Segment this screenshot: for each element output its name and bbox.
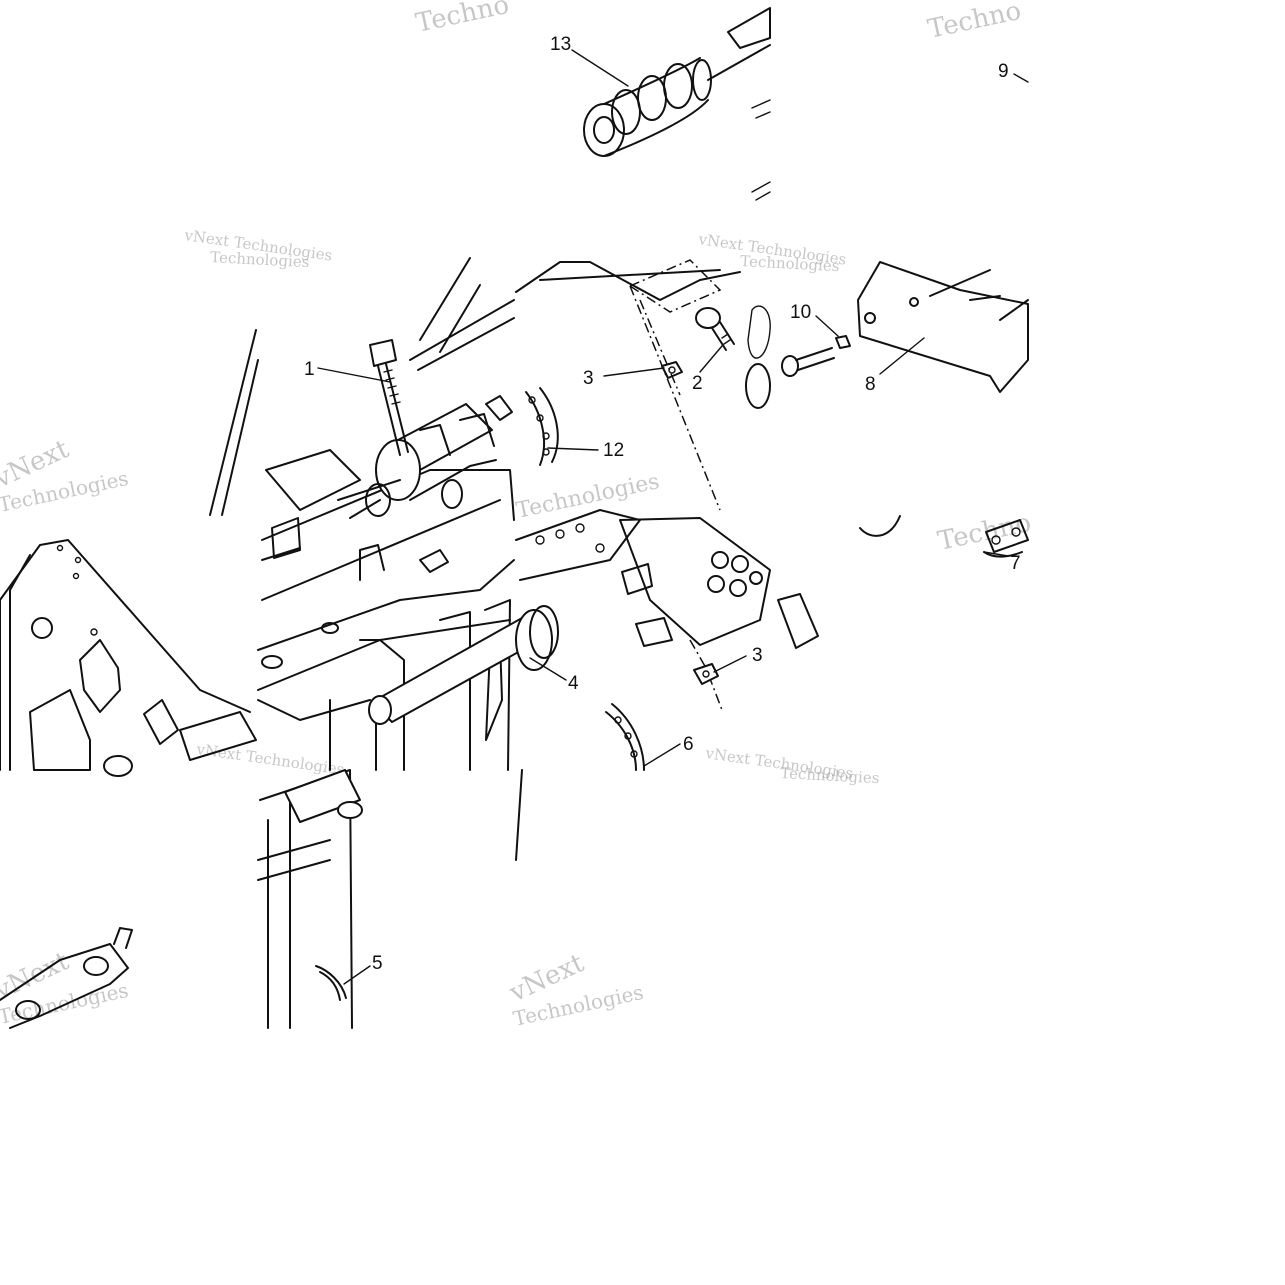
leader-line-12 [547,447,599,451]
watermark-text: Technologies [514,469,662,524]
leader-line-10 [815,315,839,337]
leader-line-5 [343,965,371,985]
spring-spool [583,7,771,201]
leader-line-6 [643,743,681,767]
watermarks: Techno Techno vNext Technologies Technol… [0,0,1034,1031]
watermark-text: Techno [413,0,512,39]
lower-center-post [515,769,523,861]
drive-chain [485,387,559,466]
rail-bracket [857,261,1029,393]
callout-3a: 3 [583,368,594,389]
callout-4: 4 [568,673,579,694]
lower-bracket [0,927,133,1029]
mount-bolt [695,307,735,351]
callout-6: 6 [683,734,694,755]
watermark-text: Technologies [210,248,310,271]
leader-line-2 [699,345,723,373]
callout-2: 2 [692,373,703,394]
frame-side-plate [0,329,259,777]
shaft-bushing [368,605,559,725]
leader-line-8 [879,337,925,375]
main-frame [257,257,515,1029]
mount-plate [515,305,819,649]
watermark-text: Techno [925,0,1024,45]
clamp-bracket [337,403,497,519]
dash-guides-top [515,259,741,511]
retaining-clip [315,965,347,1001]
master-link [859,515,1029,558]
callout-8: 8 [865,374,876,395]
leader-line-4 [529,657,567,681]
callout-10: 10 [790,302,811,323]
callout-labels: 1 2 3 3 4 5 6 7 8 9 10 12 13 [304,34,1021,974]
callout-5: 5 [372,953,383,974]
lower-chain [605,703,645,771]
callout-9: 9 [998,61,1009,82]
callout-3b: 3 [752,645,763,666]
leader-line-9 [1013,73,1029,83]
flange-nut-lower [689,639,723,711]
callout-7: 7 [1010,553,1021,574]
leader-line-13 [571,49,629,87]
callout-1: 1 [304,359,315,380]
leader-line-7 [983,551,1009,557]
watermark-text: vNext Technologies [194,740,345,779]
watermark-text: Technologies [780,764,880,787]
leader-line-3b [713,655,747,673]
callout-13: 13 [550,34,571,55]
leader-lines [317,49,1029,985]
watermark-text: Techno [935,508,1034,557]
leader-line-3a [603,367,665,377]
leader-line-1 [317,367,391,383]
rail-bolt [781,335,851,377]
callout-12: 12 [603,440,624,461]
watermark-text: Technologies [740,252,840,275]
